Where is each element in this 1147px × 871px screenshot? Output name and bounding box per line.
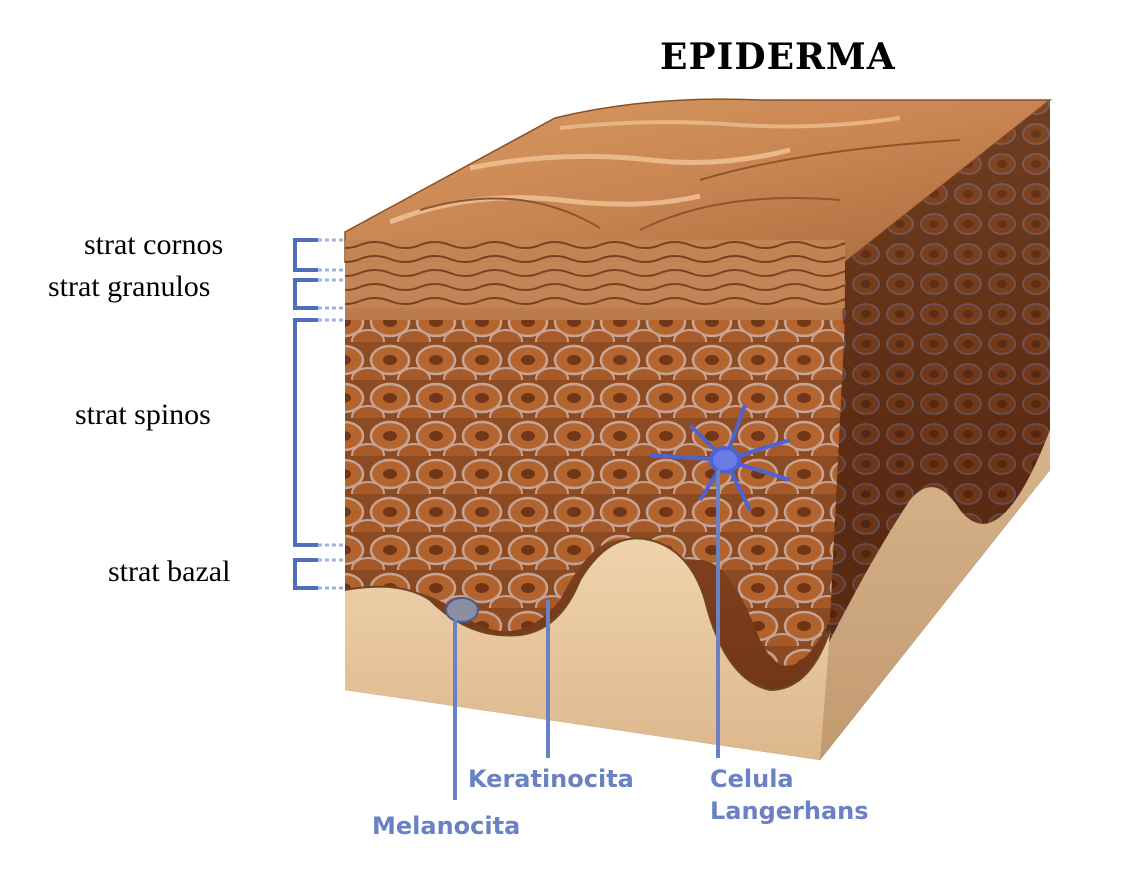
bracket-strat-granulos <box>293 278 318 310</box>
bracket-strat-spinos <box>293 318 318 547</box>
bracket-strat-bazal <box>293 558 318 590</box>
label-langerhans-line1: Celula <box>710 765 794 793</box>
melanocyte-cell <box>445 597 479 623</box>
skin-surface <box>344 98 1053 263</box>
label-keratinocyte: Keratinocita <box>468 765 634 793</box>
label-strat-spinos: strat spinos <box>75 398 211 431</box>
bracket-strat-cornos <box>293 238 318 272</box>
layer-brackets <box>293 238 318 590</box>
label-strat-granulos: strat granulos <box>48 270 211 303</box>
langerhans-cell <box>649 404 791 511</box>
label-melanocyte: Melanocita <box>372 812 521 840</box>
label-strat-bazal: strat bazal <box>108 555 231 588</box>
diagram-title: EPIDERMA <box>660 36 896 78</box>
dermis <box>345 538 830 760</box>
label-strat-cornos: strat cornos <box>84 228 224 261</box>
label-langerhans-line2: Langerhans <box>710 797 869 825</box>
